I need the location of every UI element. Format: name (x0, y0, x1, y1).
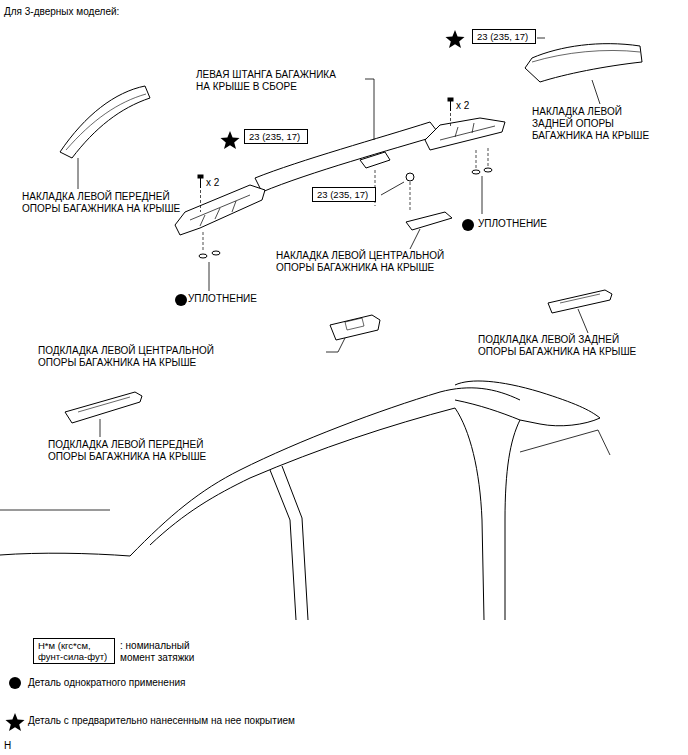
torque-box: 23 (235, 17) (244, 129, 308, 144)
body-line (455, 408, 484, 620)
seal (199, 168, 492, 258)
assembly-line (201, 113, 489, 252)
part-label: x 2 (456, 100, 469, 112)
center-cover (406, 212, 452, 230)
rail-base (425, 118, 505, 150)
bolt (198, 98, 453, 188)
part-label: УПЛОТНЕНИЕ (188, 293, 257, 305)
part-label: НАКЛАДКА ЛЕВОЙ ПЕРЕДНЕЙ ОПОРЫ БАГАЖНИКА … (22, 191, 182, 215)
rail-detail (440, 123, 495, 140)
torque-value: 23 (235, 17) (477, 31, 531, 42)
rail-detail (190, 195, 250, 226)
legend-text: Деталь однократного применения (28, 677, 185, 689)
pad-detail (345, 318, 364, 330)
cover-detail (66, 94, 146, 150)
body-line (0, 510, 110, 511)
legend-text: Деталь с предварительно нанесенным на не… (28, 715, 295, 727)
torque-value: Н*м (кгс*см, фунт-сила-фут) (38, 640, 110, 662)
torque-box: 23 (235, 17) (472, 29, 536, 44)
rear-cover (525, 44, 642, 82)
part-label: ЛЕВАЯ ШТАНГА БАГАЖНИКА НА КРЫШЕ В СБОРЕ (196, 69, 337, 93)
part-label: : номинальный момент затяжки (120, 640, 196, 664)
torque-box: 23 (235, 17) (312, 187, 376, 202)
torque-value: 23 (235, 17) (317, 189, 371, 200)
once-only-dot (9, 219, 474, 689)
part-label: НАКЛАДКА ЛЕВОЙ ЦЕНТРАЛЬНОЙ ОПОРЫ БАГАЖНИ… (276, 250, 446, 274)
body-line (505, 420, 520, 620)
rail-bracket (360, 152, 390, 168)
pad-detail (560, 294, 600, 303)
pad-detail (78, 397, 130, 412)
part-label: ПОДКЛАДКА ЛЕВОЙ ПЕРЕДНЕЙ ОПОРЫ БАГАЖНИКА… (48, 439, 208, 463)
part-label: H (4, 740, 11, 752)
roof-line (130, 388, 520, 556)
star-symbol (6, 30, 465, 731)
torque-value: 23 (235, 17) (249, 131, 303, 142)
part-label: ПОДКЛАДКА ЛЕВОЙ ЦЕНТРАЛЬНОЙ ОПОРЫ БАГАЖН… (38, 345, 215, 369)
cover-detail (532, 50, 640, 62)
center-pad (330, 315, 380, 340)
part-label: Для 3-дверных моделей: (4, 6, 119, 18)
front-cover (60, 86, 150, 158)
body-line (0, 553, 130, 556)
rail-base (175, 185, 265, 235)
part-label: УПЛОТНЕНИЕ (478, 218, 547, 230)
body-line (520, 430, 610, 455)
front-pad (65, 392, 142, 423)
pillar (282, 466, 308, 620)
leader-line (78, 38, 600, 437)
part-label: НАКЛАДКА ЛЕВОЙ ЗАДНЕЙ ОПОРЫ БАГАЖНИКА НА… (532, 106, 651, 142)
rear-pad (548, 290, 612, 313)
torque-legend-box: Н*м (кгс*см, фунт-сила-фут) (33, 638, 115, 664)
part-label: ПОДКЛАДКА ЛЕВОЙ ЗАДНЕЙ ОПОРЫ БАГАЖНИКА Н… (478, 334, 638, 358)
part-label: x 2 (206, 177, 219, 189)
spoiler (455, 381, 600, 426)
